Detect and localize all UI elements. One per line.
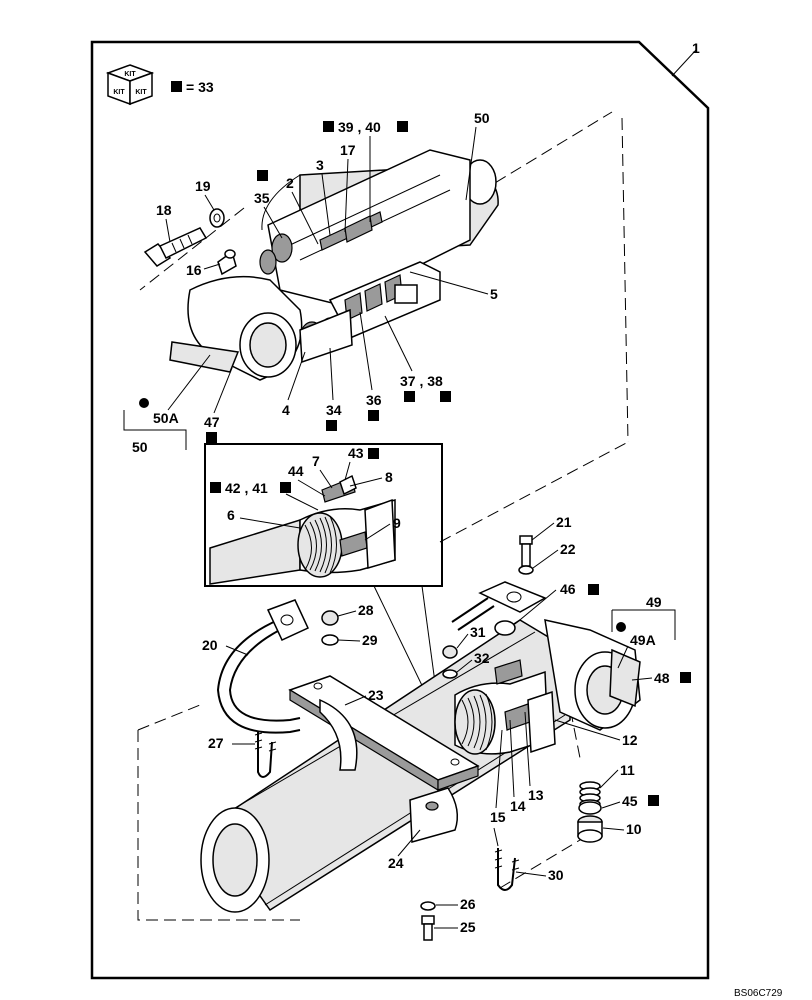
nut-28 (321, 610, 339, 626)
label-22: 22 (560, 541, 576, 557)
kit-legend-text: = 33 (186, 79, 214, 95)
label-50-bottom: 50 (132, 439, 148, 455)
label-2: 2 (286, 175, 294, 191)
oring-46 (494, 620, 516, 636)
kit-cube-top-label: KIT (124, 71, 136, 78)
label-47: 47 (204, 414, 220, 430)
label-12: 12 (622, 732, 638, 748)
marker-46 (588, 584, 599, 595)
label-29: 29 (362, 632, 378, 648)
label-8: 8 (385, 469, 393, 485)
label-50-top: 50 (474, 110, 490, 126)
hydraulic-pipe-upper (451, 581, 547, 631)
piston-detail (209, 474, 396, 585)
label-45: 45 (622, 793, 638, 809)
label-49A: 49A (630, 632, 656, 648)
hydraulic-pipe-20 (216, 599, 309, 734)
label-43: 43 (348, 445, 364, 461)
washer-26 (420, 901, 436, 911)
nut-31 (442, 645, 458, 659)
drawing-code: BS06C729 (734, 988, 783, 999)
label-20: 20 (202, 637, 218, 653)
label-11: 11 (620, 762, 635, 778)
marker-50A (139, 398, 149, 408)
marker-47 (206, 432, 217, 443)
marker-40 (397, 121, 408, 132)
rod-head-assembly (139, 111, 629, 543)
label-25: 25 (460, 919, 476, 935)
label-26: 26 (460, 896, 476, 912)
marker-35 (257, 170, 268, 181)
washer-32 (442, 669, 458, 679)
label-46: 46 (560, 581, 576, 597)
label-10: 10 (626, 821, 642, 837)
diagram-frame (90, 40, 710, 980)
label-17: 17 (340, 142, 356, 158)
label-37-38: 37 , 38 (400, 373, 443, 389)
label-3: 3 (316, 157, 324, 173)
marker-41 (280, 482, 291, 493)
marker-48 (680, 672, 691, 683)
bolt-18 (143, 227, 208, 267)
label-14: 14 (510, 798, 526, 814)
piston-detail-inset (204, 443, 443, 587)
label-1: 1 (692, 40, 700, 56)
label-34: 34 (326, 402, 342, 418)
label-23: 23 (368, 687, 384, 703)
label-18: 18 (156, 202, 172, 218)
kit-cube-icon: KIT KIT KIT (105, 64, 155, 106)
marker-34 (326, 420, 337, 431)
label-36: 36 (366, 392, 382, 408)
label-42-41: 42 , 41 (225, 480, 268, 496)
marker-37 (404, 391, 415, 402)
plug-10 (577, 815, 603, 843)
label-50A: 50A (153, 410, 179, 426)
label-15: 15 (490, 809, 506, 825)
label-39-40: 39 , 40 (338, 119, 381, 135)
label-49: 49 (646, 594, 662, 610)
label-31: 31 (470, 624, 486, 640)
marker-38 (440, 391, 451, 402)
label-13: 13 (528, 787, 544, 803)
washer-29 (321, 634, 339, 646)
label-30: 30 (548, 867, 564, 883)
label-28: 28 (358, 602, 374, 618)
label-27: 27 (208, 735, 224, 751)
label-6: 6 (227, 507, 235, 523)
kit-cube-left-label: KIT (113, 89, 125, 96)
label-16: 16 (186, 262, 202, 278)
u-bolt-30 (494, 848, 520, 891)
label-21: 21 (556, 514, 572, 530)
label-48: 48 (654, 670, 670, 686)
label-19: 19 (195, 178, 211, 194)
marker-42 (210, 482, 221, 493)
label-9: 9 (393, 515, 401, 531)
kit-marker-square (171, 81, 182, 92)
washer-22 (518, 565, 534, 575)
marker-49A (616, 622, 626, 632)
label-24: 24 (388, 855, 404, 871)
label-32: 32 (474, 650, 490, 666)
cylinder-tube-assembly (137, 619, 641, 921)
u-bolt-27 (254, 732, 277, 778)
label-7: 7 (312, 453, 320, 469)
bolt-25 (421, 915, 435, 941)
bolt-21 (519, 535, 533, 567)
marker-36 (368, 410, 379, 421)
marker-39 (323, 121, 334, 132)
label-4: 4 (282, 402, 290, 418)
label-35: 35 (254, 190, 270, 206)
oring-45 (578, 801, 602, 815)
label-5: 5 (490, 286, 498, 302)
leader-1 (671, 49, 697, 77)
marker-43 (368, 448, 379, 459)
kit-cube-right-label: KIT (135, 89, 147, 96)
label-44: 44 (288, 463, 304, 479)
marker-45 (648, 795, 659, 806)
washer-19 (209, 208, 225, 228)
grease-fitting-16 (217, 249, 237, 276)
